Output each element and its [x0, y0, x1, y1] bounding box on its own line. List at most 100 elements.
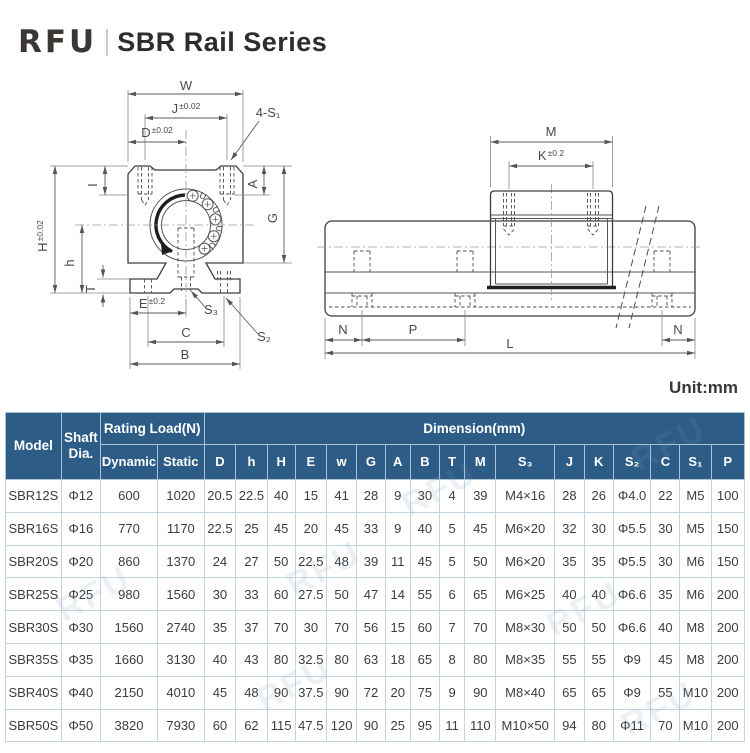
value-cell: Φ16 [60, 511, 101, 546]
value-cell: 1560 [157, 577, 205, 612]
value-cell: 63 [356, 642, 386, 677]
column-header: D [203, 444, 237, 480]
value-cell: 1370 [157, 544, 205, 579]
value-cell: 9 [438, 675, 466, 710]
value-cell: 55 [650, 675, 681, 710]
value-cell: 22.5 [294, 544, 327, 579]
model-cell: SBR20S [5, 544, 62, 579]
value-cell: 30 [409, 479, 440, 513]
model-cell: SBR16S [5, 511, 62, 546]
column-header: S₁ [679, 444, 712, 480]
value-cell: 70 [325, 610, 358, 644]
value-cell: 35 [203, 610, 237, 644]
value-cell: 40 [650, 610, 681, 644]
value-cell: 1560 [99, 610, 159, 644]
value-cell: Φ11 [612, 708, 652, 743]
column-header-model: Model [5, 412, 62, 480]
column-header: E [294, 444, 327, 480]
value-cell: Φ9 [612, 675, 652, 710]
value-cell: 43 [235, 642, 268, 677]
value-cell: 200 [710, 610, 746, 644]
value-cell: 150 [710, 544, 746, 579]
model-cell: SBR35S [5, 642, 62, 677]
dim-label-e: E±0.2 [139, 296, 165, 311]
value-cell: 30 [294, 610, 327, 644]
value-cell: 60 [203, 708, 237, 743]
value-cell: 65 [409, 642, 440, 677]
value-cell: M5 [679, 479, 712, 513]
value-cell: 40 [554, 577, 585, 612]
dim-label-s3: S₃ [204, 302, 218, 317]
value-cell: 22.5 [235, 479, 268, 513]
brand-header: RFU SBR Rail Series [18, 24, 327, 60]
value-cell: 37 [235, 610, 268, 644]
value-cell: 75 [409, 675, 440, 710]
model-cell: SBR50S [5, 708, 62, 743]
value-cell: 65 [554, 675, 585, 710]
value-cell: 35 [554, 544, 585, 579]
column-header: K [583, 444, 614, 480]
dim-label-t: T [83, 285, 98, 293]
side-view-drawing: M K±0.2 N P N L [317, 124, 703, 359]
value-cell: 30 [650, 511, 681, 546]
value-cell: 33 [235, 577, 268, 612]
dim-label-c: C [181, 325, 190, 340]
value-cell: 47 [356, 577, 386, 612]
value-cell: 11 [438, 708, 466, 743]
value-cell: 30 [583, 511, 614, 546]
retainer-glyph: U [210, 205, 222, 215]
value-cell: Φ5.5 [612, 511, 652, 546]
value-cell: 90 [266, 675, 296, 710]
column-header: J [554, 444, 585, 480]
column-header: S₂ [612, 444, 652, 480]
value-cell: 30 [650, 544, 681, 579]
value-cell: 7 [438, 610, 466, 644]
value-cell: 94 [554, 708, 585, 743]
value-cell: 80 [464, 642, 497, 677]
dim-label-m: M [546, 124, 557, 139]
value-cell: 39 [356, 544, 386, 579]
value-cell: 2740 [157, 610, 205, 644]
dim-label-p: P [409, 322, 418, 337]
value-cell: 200 [710, 708, 746, 743]
value-cell: Φ6.6 [612, 577, 652, 612]
dim-label-d: D±0.02 [141, 125, 173, 140]
value-cell: M10×50 [495, 708, 556, 743]
value-cell: 55 [583, 642, 614, 677]
value-cell: 5 [438, 544, 466, 579]
value-cell: 22 [650, 479, 681, 513]
column-header: B [409, 444, 440, 480]
value-cell: 65 [464, 577, 497, 612]
value-cell: 15 [294, 479, 327, 513]
value-cell: 2150 [99, 675, 159, 710]
dim-label-h: h [62, 259, 77, 266]
value-cell: 80 [583, 708, 614, 743]
value-cell: 40 [583, 577, 614, 612]
value-cell: Φ5.5 [612, 544, 652, 579]
value-cell: M6 [679, 577, 712, 612]
value-cell: 62 [235, 708, 268, 743]
value-cell: 55 [554, 642, 585, 677]
value-cell: 48 [325, 544, 358, 579]
value-cell: 45 [464, 511, 497, 546]
column-header: h [235, 444, 268, 480]
dim-label-s2: S₂ [257, 329, 271, 344]
value-cell: 14 [384, 577, 411, 612]
value-cell: 50 [325, 577, 358, 612]
technical-drawing: U U U U [35, 78, 703, 369]
value-cell: 40 [203, 642, 237, 677]
column-header: w [325, 444, 358, 480]
value-cell: Φ6.6 [612, 610, 652, 644]
column-header: S₃ [495, 444, 556, 480]
value-cell: 1660 [99, 642, 159, 677]
value-cell: 1170 [157, 511, 205, 546]
value-cell: M4×16 [495, 479, 556, 513]
value-cell: 11 [384, 544, 411, 579]
value-cell: 39 [464, 479, 497, 513]
spec-table: Model Shaft Dia. Rating Load(N) Dimensio… [5, 412, 746, 743]
value-cell: 80 [325, 642, 358, 677]
value-cell: 1020 [157, 479, 205, 513]
